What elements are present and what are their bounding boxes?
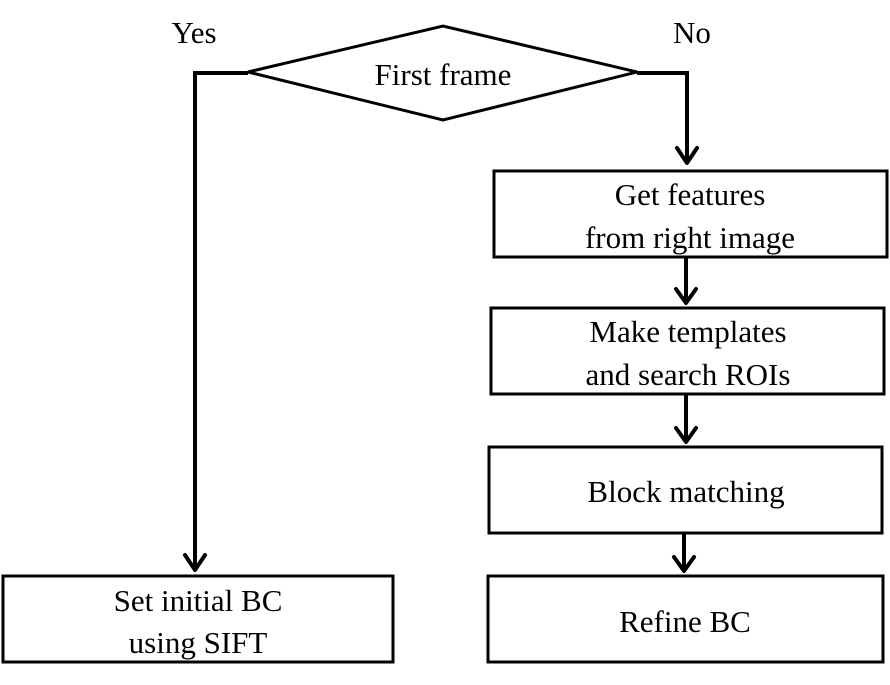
step-label-line-1: Set initial BC <box>114 583 283 618</box>
step-label: Refine BC <box>619 604 751 639</box>
step-label-line-2: and search ROIs <box>586 357 791 392</box>
step-block-matching: Block matching <box>487 445 884 535</box>
step-label: Block matching <box>587 474 784 509</box>
decision-first-frame: First frame <box>247 24 638 122</box>
no-branch-label: No <box>673 15 711 50</box>
no-branch-connector <box>637 71 699 165</box>
step-refine-bc: Refine BC <box>486 574 885 664</box>
decision-label: First frame <box>375 57 512 92</box>
step-label-line-1: Get features <box>615 177 766 212</box>
no-branch-arrowhead <box>675 146 699 165</box>
connector-arrowhead <box>674 287 698 305</box>
step-box <box>486 574 885 664</box>
yes-branch-line <box>193 71 248 570</box>
connector-arrowhead <box>672 555 696 573</box>
step-get-features: Get features from right image <box>492 169 889 259</box>
step-label-line-1: Make templates <box>589 314 786 349</box>
yes-branch-label: Yes <box>171 15 216 50</box>
step-box <box>492 169 889 259</box>
step-label-line-2: from right image <box>585 220 795 255</box>
step-make-templates: Make templates and search ROIs <box>489 306 886 396</box>
yes-branch-arrowhead <box>183 553 207 572</box>
connector-matching-to-refine <box>672 533 696 573</box>
connector-templates-to-matching <box>674 394 698 444</box>
yes-branch-connector <box>183 71 248 572</box>
step-set-initial-bc: Set initial BC using SIFT <box>1 574 395 664</box>
step-label-line-2: using SIFT <box>129 625 268 660</box>
step-box <box>489 306 886 396</box>
no-branch-line <box>637 71 689 163</box>
step-box <box>1 574 395 664</box>
connector-arrowhead <box>674 426 698 444</box>
connector-features-to-templates <box>674 257 698 305</box>
